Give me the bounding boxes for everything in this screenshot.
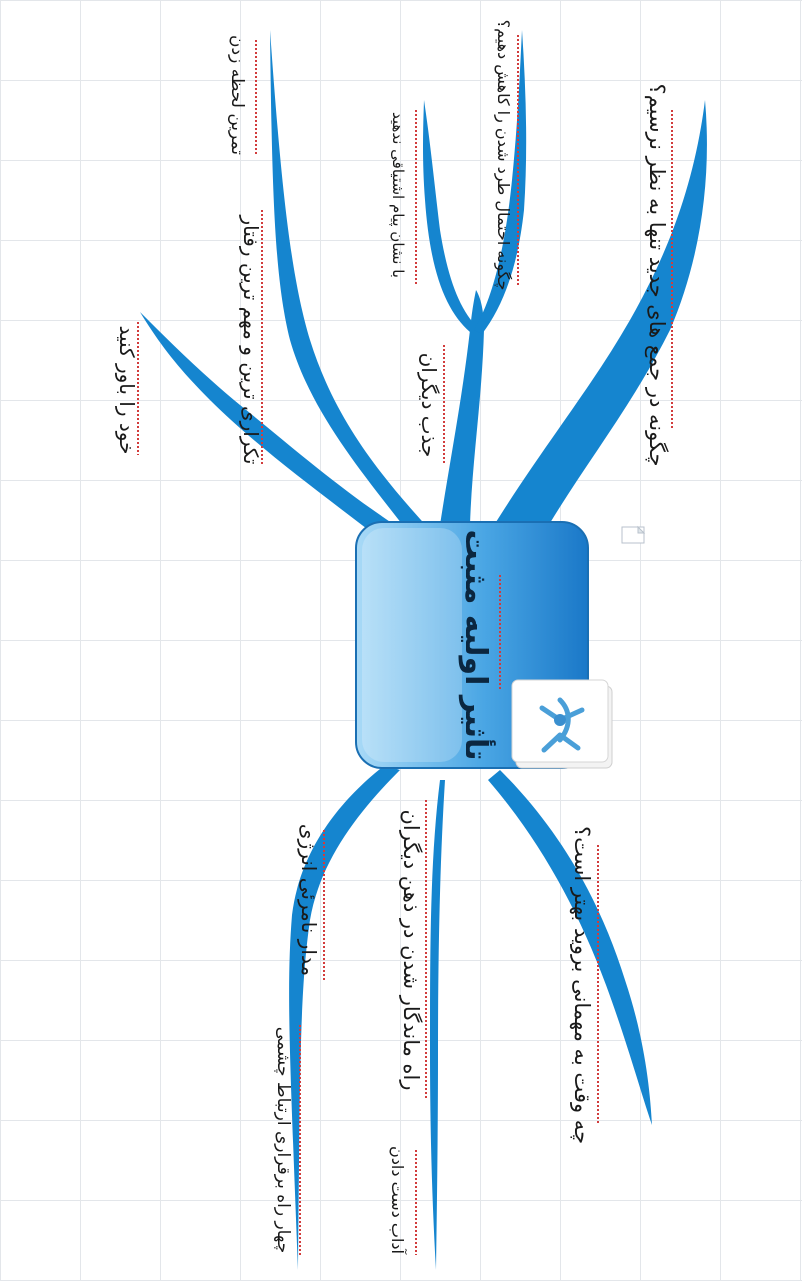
label-repeated-behavior: تکراری ترین و مهم ترین رفتار — [239, 215, 263, 465]
label-memorable: راه ماندگار شدن در ذهن دیگران — [399, 810, 423, 1091]
branch-memorable[interactable] — [430, 780, 445, 1270]
label-not-alone: چگونه در جمع های جدید تنها به نظر نرسیم؟ — [644, 83, 669, 466]
mindmap-logo-icon — [512, 680, 612, 768]
label-eye-contact: چهار راه برقراری ارتباط چشمی — [273, 1027, 293, 1253]
label-wink-practice: تمرین لحظه زدن — [227, 35, 247, 155]
central-topic-label: تأثیر اولیه مثبت — [458, 529, 496, 760]
note-icon[interactable] — [622, 527, 644, 543]
label-handshake: آداب دست دادن — [388, 1146, 407, 1255]
branch-party-timing[interactable] — [488, 770, 652, 1125]
label-attract-others: جذب دیگران — [417, 353, 441, 458]
label-reduce-rejection: چگونه احتمال طرد شدن را کاهش دهیم؟ — [493, 20, 513, 291]
label-no-eagerness: با نشان پیام اشتیاقی ندهید — [388, 112, 407, 278]
label-party-timing: چه وقت به مهمانی بروید بهتر است؟ — [570, 826, 594, 1144]
branch-believe-yourself[interactable] — [140, 312, 410, 548]
label-believe-yourself: خود را باور کنید — [115, 326, 139, 455]
label-energy-circuit: مدار نامرئی انرژی — [297, 824, 321, 976]
branch-no-eagerness[interactable] — [423, 100, 478, 332]
